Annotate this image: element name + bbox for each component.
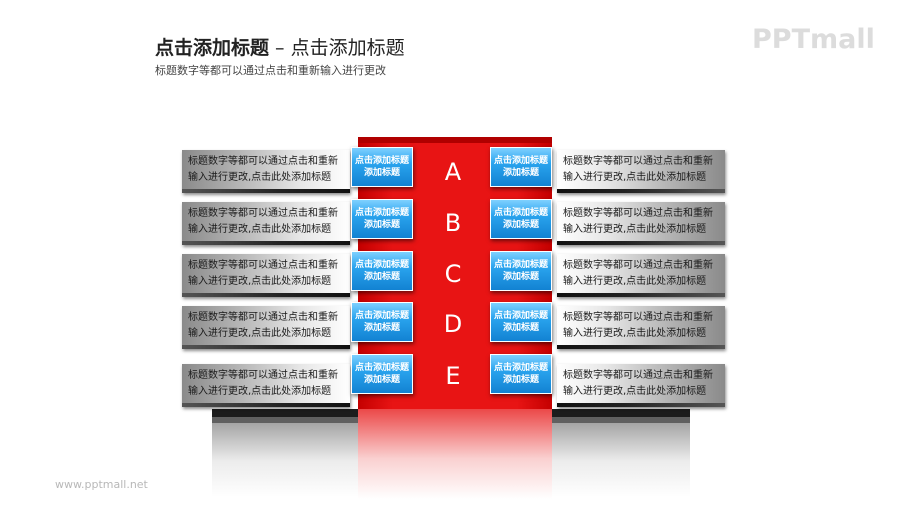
text-line: 标题数字等都可以通过点击和重新: [188, 260, 338, 271]
label-line: 添加标题: [363, 323, 400, 333]
text-line: 输入进行更改,点击此处添加标题: [188, 172, 332, 183]
row-c-right-text[interactable]: 标题数字等都可以通过点击和重新 输入进行更改,点击此处添加标题: [557, 254, 725, 297]
row-a-right-text[interactable]: 标题数字等都可以通过点击和重新 输入进行更改,点击此处添加标题: [557, 150, 725, 193]
slide-subtitle[interactable]: 标题数字等都可以通过点击和重新输入进行更改: [155, 64, 386, 77]
row-c-right-label[interactable]: 点击添加标题 添加标题: [490, 251, 552, 291]
row-b-letter: B: [444, 209, 462, 237]
text-line: 输入进行更改,点击此处添加标题: [188, 276, 332, 287]
slide-title[interactable]: 点击添加标题 – 点击添加标题: [155, 33, 405, 60]
row-b-right-label[interactable]: 点击添加标题 添加标题: [490, 199, 552, 239]
row-d-left-label[interactable]: 点击添加标题 添加标题: [351, 302, 413, 342]
row-e-left-text[interactable]: 标题数字等都可以通过点击和重新 输入进行更改,点击此处添加标题: [182, 364, 350, 407]
label-line: 点击添加标题: [354, 156, 409, 166]
label-line: 点击添加标题: [493, 260, 548, 270]
row-a-left-label[interactable]: 点击添加标题 添加标题: [351, 147, 413, 187]
text-line: 输入进行更改,点击此处添加标题: [563, 276, 707, 287]
row-b-left-label[interactable]: 点击添加标题 添加标题: [351, 199, 413, 239]
row-a-right-label[interactable]: 点击添加标题 添加标题: [490, 147, 552, 187]
text-line: 输入进行更改,点击此处添加标题: [188, 386, 332, 397]
label-line: 点击添加标题: [493, 208, 548, 218]
row-e-right-text[interactable]: 标题数字等都可以通过点击和重新 输入进行更改,点击此处添加标题: [557, 364, 725, 407]
row-c-letter: C: [444, 260, 462, 288]
row-a-left-text[interactable]: 标题数字等都可以通过点击和重新 输入进行更改,点击此处添加标题: [182, 150, 350, 193]
title-rest: – 点击添加标题: [269, 37, 405, 59]
text-line: 标题数字等都可以通过点击和重新: [188, 208, 338, 219]
row-c-left-text[interactable]: 标题数字等都可以通过点击和重新 输入进行更改,点击此处添加标题: [182, 254, 350, 297]
label-line: 添加标题: [502, 323, 539, 333]
label-line: 点击添加标题: [493, 363, 548, 373]
pptmall-logo: PPTmall: [752, 24, 875, 55]
label-line: 点击添加标题: [354, 363, 409, 373]
label-line: 添加标题: [502, 375, 539, 385]
row-e-right-label[interactable]: 点击添加标题 添加标题: [490, 354, 552, 394]
label-line: 点击添加标题: [493, 156, 548, 166]
label-line: 添加标题: [363, 272, 400, 282]
text-line: 标题数字等都可以通过点击和重新: [563, 312, 713, 323]
label-line: 点击添加标题: [493, 311, 548, 321]
text-line: 标题数字等都可以通过点击和重新: [563, 370, 713, 381]
label-line: 添加标题: [502, 272, 539, 282]
row-c-left-label[interactable]: 点击添加标题 添加标题: [351, 251, 413, 291]
row-d-right-label[interactable]: 点击添加标题 添加标题: [490, 302, 552, 342]
row-a-letter: A: [444, 158, 462, 186]
text-line: 输入进行更改,点击此处添加标题: [188, 224, 332, 235]
text-line: 输入进行更改,点击此处添加标题: [563, 328, 707, 339]
row-b-right-text[interactable]: 标题数字等都可以通过点击和重新 输入进行更改,点击此处添加标题: [557, 202, 725, 245]
row-d-right-text[interactable]: 标题数字等都可以通过点击和重新 输入进行更改,点击此处添加标题: [557, 306, 725, 349]
text-line: 输入进行更改,点击此处添加标题: [563, 224, 707, 235]
label-line: 添加标题: [502, 220, 539, 230]
text-line: 标题数字等都可以通过点击和重新: [188, 312, 338, 323]
label-line: 添加标题: [363, 220, 400, 230]
label-line: 点击添加标题: [354, 260, 409, 270]
row-d-left-text[interactable]: 标题数字等都可以通过点击和重新 输入进行更改,点击此处添加标题: [182, 306, 350, 349]
text-line: 标题数字等都可以通过点击和重新: [563, 208, 713, 219]
right-reflection: [552, 417, 690, 497]
row-e-left-label[interactable]: 点击添加标题 添加标题: [351, 354, 413, 394]
row-e-letter: E: [445, 362, 461, 390]
label-line: 点击添加标题: [354, 208, 409, 218]
label-line: 添加标题: [363, 168, 400, 178]
text-line: 标题数字等都可以通过点击和重新: [188, 370, 338, 381]
text-line: 标题数字等都可以通过点击和重新: [563, 156, 713, 167]
row-d-letter: D: [443, 310, 463, 338]
row-b-left-text[interactable]: 标题数字等都可以通过点击和重新 输入进行更改,点击此处添加标题: [182, 202, 350, 245]
title-bold: 点击添加标题: [155, 37, 270, 59]
center-red-reflection: [358, 409, 552, 499]
footer-url: www.pptmall.net: [55, 478, 148, 491]
text-line: 标题数字等都可以通过点击和重新: [563, 260, 713, 271]
text-line: 输入进行更改,点击此处添加标题: [563, 172, 707, 183]
label-line: 添加标题: [363, 375, 400, 385]
text-line: 标题数字等都可以通过点击和重新: [188, 156, 338, 167]
text-line: 输入进行更改,点击此处添加标题: [563, 386, 707, 397]
label-line: 点击添加标题: [354, 311, 409, 321]
text-line: 输入进行更改,点击此处添加标题: [188, 328, 332, 339]
label-line: 添加标题: [502, 168, 539, 178]
left-reflection: [212, 417, 358, 497]
